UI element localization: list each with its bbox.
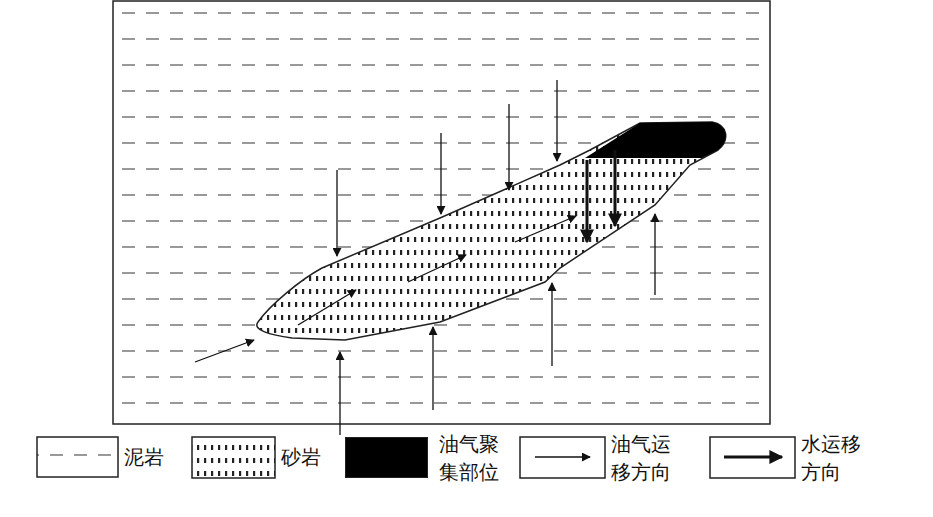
oil-arrow bbox=[408, 255, 466, 282]
oil-migration-arrows bbox=[195, 80, 655, 435]
oil-arrow bbox=[556, 80, 557, 161]
legend-label: 砂岩 bbox=[281, 443, 341, 471]
water-migration-arrows bbox=[587, 150, 615, 242]
oil-arrow bbox=[339, 352, 340, 435]
legend-samples bbox=[37, 437, 795, 478]
section-frame bbox=[113, 1, 770, 424]
water-arrow-sample-box bbox=[710, 437, 795, 478]
oil-arrow bbox=[440, 133, 441, 214]
oil-arrow bbox=[432, 327, 433, 410]
oil-arrow-sample bbox=[535, 456, 590, 457]
legend-label: 泥岩 bbox=[124, 443, 184, 471]
water-arrow-sample bbox=[724, 456, 782, 459]
sandstone-ground bbox=[257, 122, 726, 340]
sandstone-lens bbox=[257, 122, 726, 340]
water-arrow bbox=[614, 150, 617, 226]
water-arrow bbox=[586, 160, 589, 242]
oil-arrow-sample-box bbox=[520, 437, 605, 478]
sandstone-sample bbox=[192, 437, 275, 478]
oil-accumulation bbox=[585, 122, 726, 158]
mudstone-fill bbox=[113, 1, 770, 424]
legend-label: 油气聚集部位 bbox=[439, 430, 503, 486]
legend-label: 油气运移方向 bbox=[611, 430, 675, 486]
oil-arrow bbox=[508, 104, 509, 190]
legend-swatch bbox=[345, 437, 428, 478]
oil-arrow bbox=[298, 290, 356, 325]
oil-arrow bbox=[654, 214, 655, 295]
oil-arrow bbox=[195, 340, 254, 362]
oil-arrow bbox=[336, 170, 337, 256]
legend-label: 水运移方向 bbox=[801, 430, 865, 486]
oil-arrow bbox=[515, 216, 576, 242]
mudstone-sample bbox=[37, 437, 118, 477]
oil-arrow bbox=[551, 283, 552, 366]
